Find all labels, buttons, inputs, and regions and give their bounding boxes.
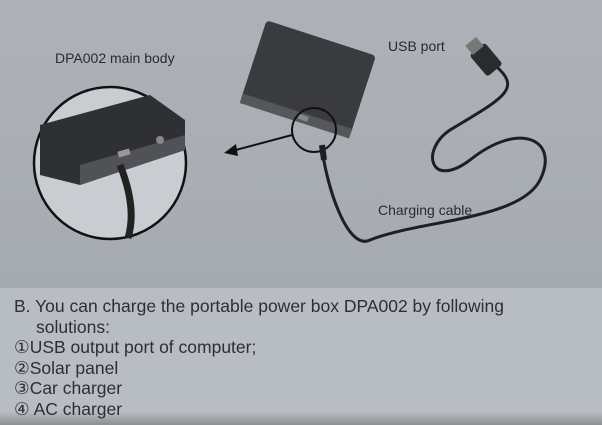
list-item: ③Car charger: [14, 378, 123, 398]
list-item: ①USB output port of computer;: [14, 337, 257, 357]
label-main-body: DPA002 main body: [55, 50, 175, 66]
magnified-view: [32, 85, 188, 241]
label-usb-port: USB port: [388, 38, 445, 54]
intro-line-1: B. You can charge the portable power box…: [14, 296, 504, 316]
charging-cable: [320, 53, 547, 243]
usb-plug: [465, 36, 502, 76]
diagram-photo: DPA002 main body USB port Charging cable: [0, 0, 602, 288]
list-item: ②Solar panel: [14, 357, 119, 378]
arrow-icon: [224, 134, 293, 156]
device-body: [239, 21, 375, 139]
port-highlight-circle: [291, 107, 337, 153]
page-edge-shadow: [0, 412, 602, 425]
intro-line-2: solutions:: [36, 316, 110, 337]
section-b-text: B. You can charge the portable power box…: [14, 296, 504, 419]
label-charging-cable: Charging cable: [378, 202, 473, 218]
diagram-illustration: [32, 21, 547, 243]
list-item: ④ AC charger: [14, 398, 123, 419]
